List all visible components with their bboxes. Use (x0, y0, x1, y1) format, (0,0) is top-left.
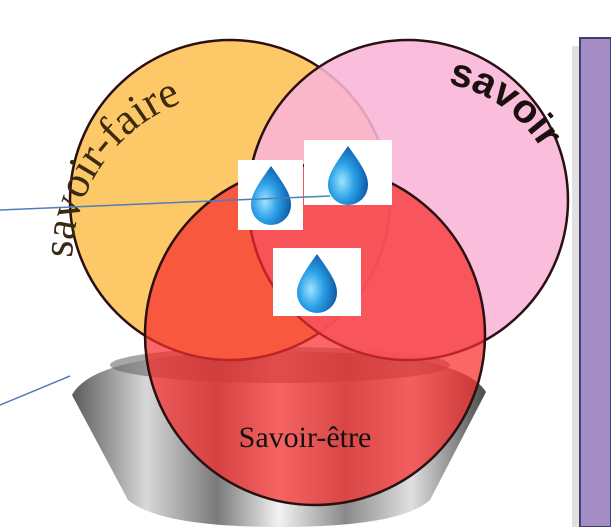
drop-tile-1 (238, 160, 303, 230)
connector-line-bottom (0, 376, 70, 405)
circle-savoir-etre (145, 165, 485, 505)
drop-tile-2 (304, 140, 392, 205)
drop-tile-3 (273, 248, 361, 316)
panel-shadow (572, 46, 580, 527)
label-savoir-etre: Savoir-être (239, 421, 372, 454)
side-panel (580, 38, 611, 527)
